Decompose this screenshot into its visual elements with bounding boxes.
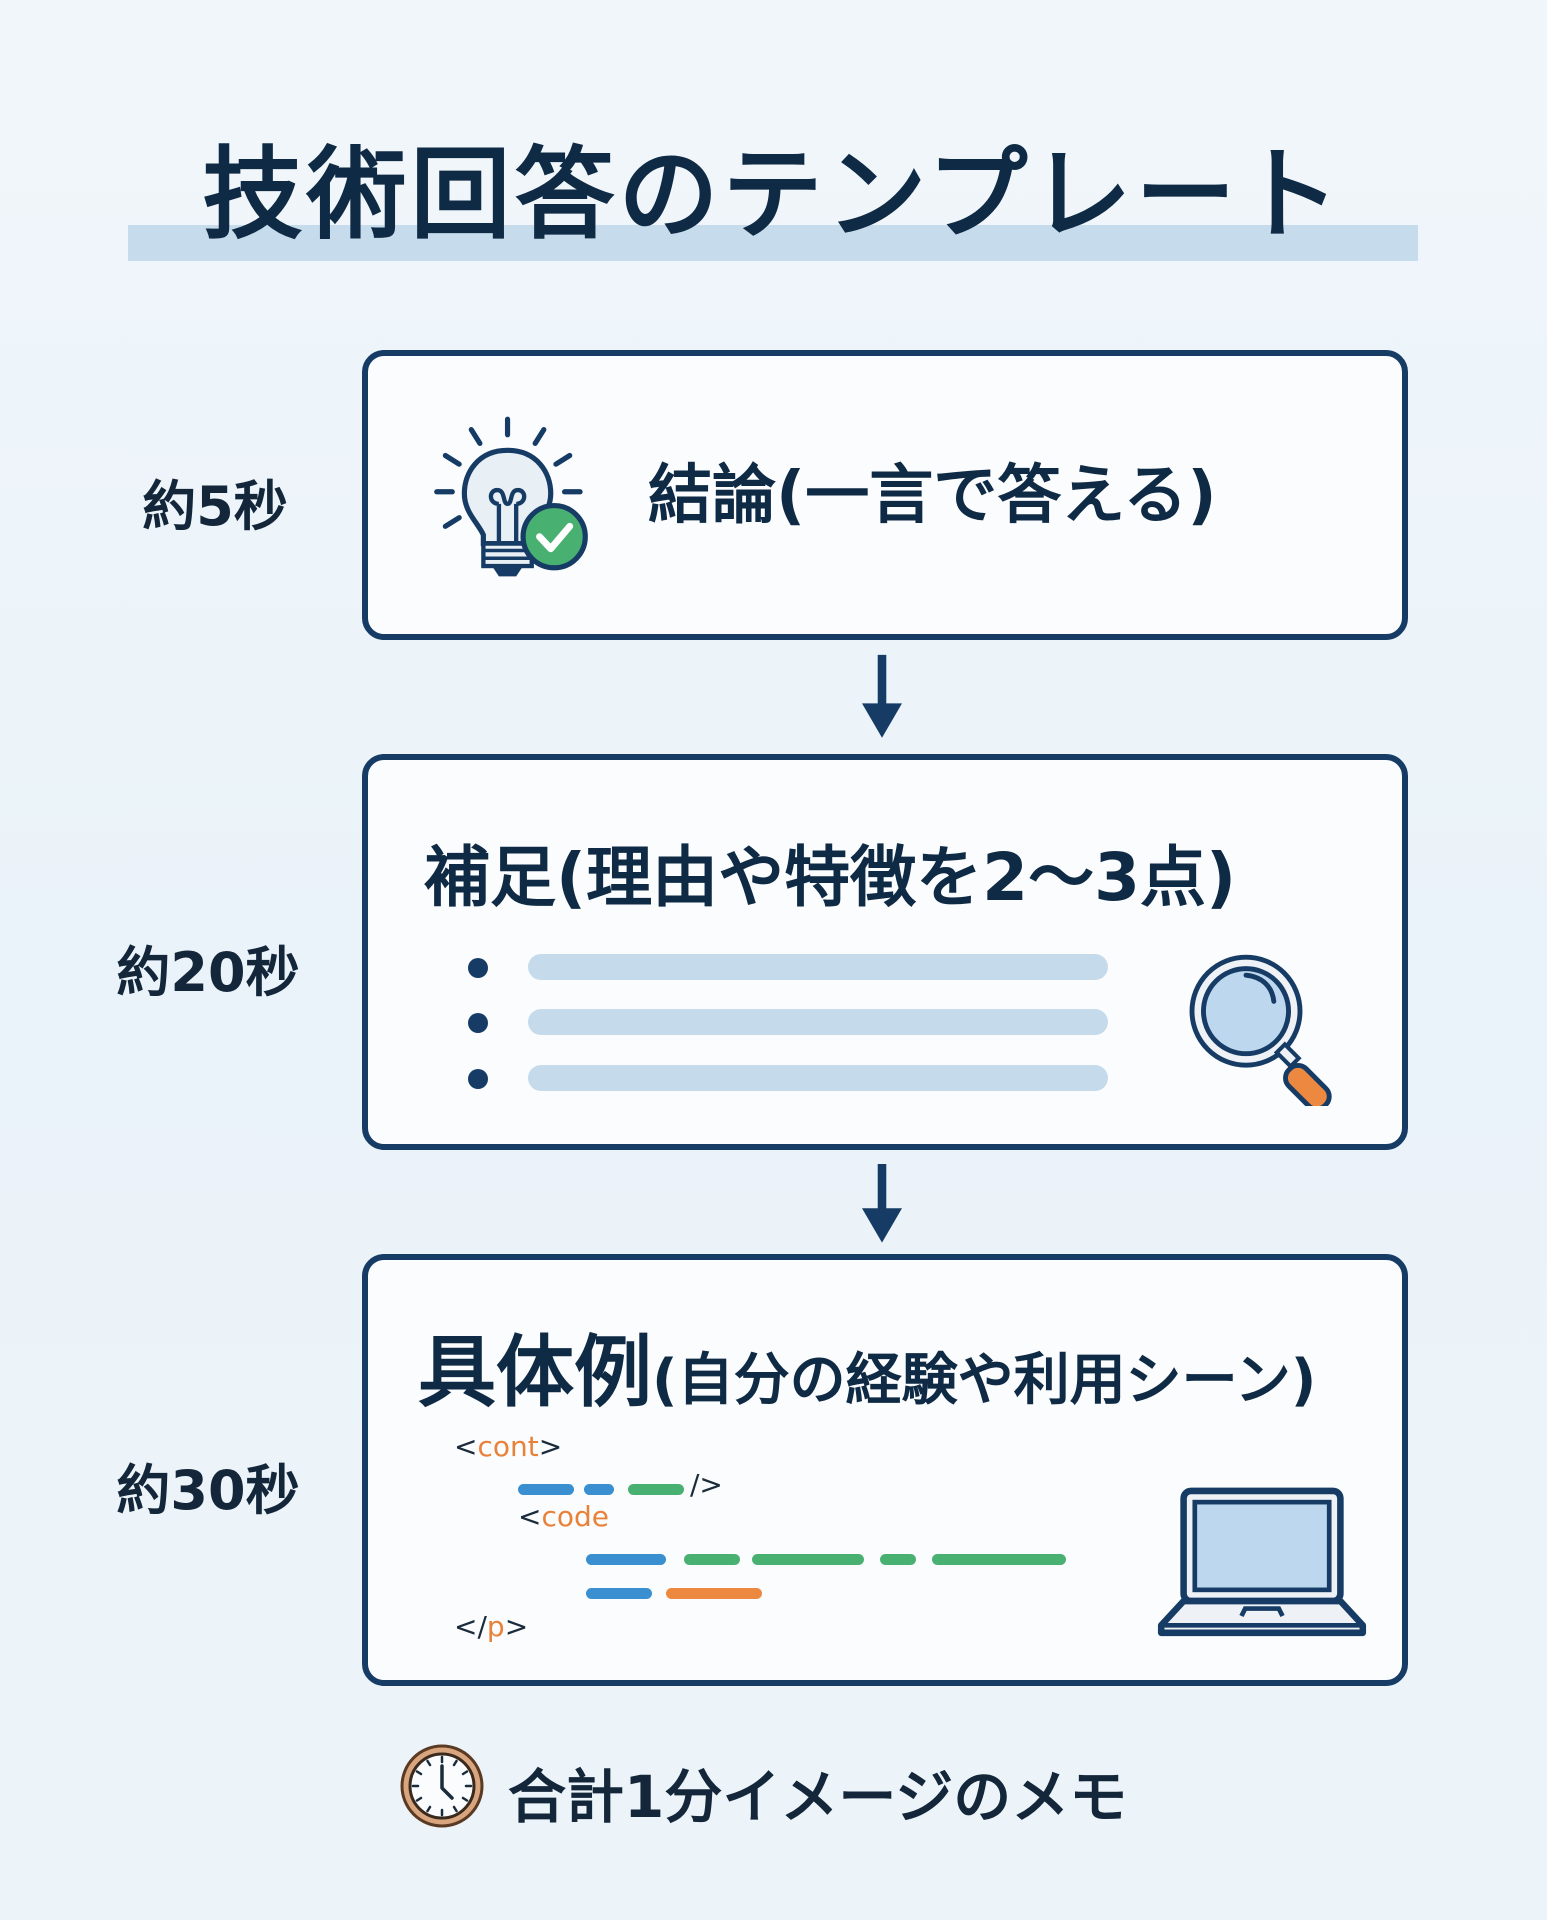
time-label-step-3: 約30秒 <box>116 1459 300 1522</box>
title-underline-highlight <box>128 225 1418 261</box>
title-block: 技術回答のテンプレート <box>128 130 1418 261</box>
step-heading-example-sub: (自分の経験や利用シーン) <box>652 1348 1317 1413</box>
step-card-conclusion: 結論(一言で答える) <box>362 350 1408 640</box>
step-heading-supplement: 補足(理由や特徴を2〜3点) <box>424 839 1237 916</box>
placeholder-text-bar <box>528 1009 1108 1035</box>
step-heading-example-main: 具体例 <box>418 1328 653 1418</box>
code-line-close-tag: </p> <box>454 1610 529 1643</box>
laptop-icon <box>1157 1487 1367 1637</box>
bullet-dot <box>468 1069 488 1089</box>
step-card-example: 具体例(自分の経験や利用シーン) <cont> /> <code </p> <box>362 1254 1408 1686</box>
bullet-dot <box>468 958 488 978</box>
time-label-step-1: 約5秒 <box>142 475 288 538</box>
clock-icon <box>400 1744 484 1828</box>
code-token <box>752 1554 864 1565</box>
code-line-code-tag: <code <box>518 1500 609 1533</box>
code-token <box>932 1554 1066 1565</box>
step-heading-conclusion: 結論(一言で答える) <box>648 459 1217 533</box>
code-token <box>666 1588 762 1599</box>
arrow-down-icon <box>862 1164 902 1243</box>
code-token <box>584 1484 614 1495</box>
step-card-supplement: 補足(理由や特徴を2〜3点) <box>362 754 1408 1150</box>
step-heading-example: 具体例(自分の経験や利用シーン) <box>418 1310 1316 1422</box>
code-token <box>586 1588 652 1599</box>
code-token <box>880 1554 916 1565</box>
time-label-step-2: 約20秒 <box>116 941 300 1004</box>
lightbulb-check-icon <box>434 416 588 577</box>
code-token <box>628 1484 684 1495</box>
memo-text: 合計1分イメージのメモ <box>508 1763 1128 1831</box>
code-line-self-close: /> <box>690 1468 723 1501</box>
placeholder-text-bar <box>528 1065 1108 1091</box>
arrow-down-icon <box>862 654 902 738</box>
code-token <box>518 1484 574 1495</box>
page-title: 技術回答のテンプレート <box>202 136 1344 253</box>
code-line-open-tag: <cont> <box>454 1430 563 1463</box>
placeholder-text-bar <box>528 954 1108 980</box>
code-token <box>586 1554 666 1565</box>
bullet-dot <box>468 1013 488 1033</box>
magnifier-icon <box>1189 954 1332 1106</box>
code-token <box>684 1554 740 1565</box>
